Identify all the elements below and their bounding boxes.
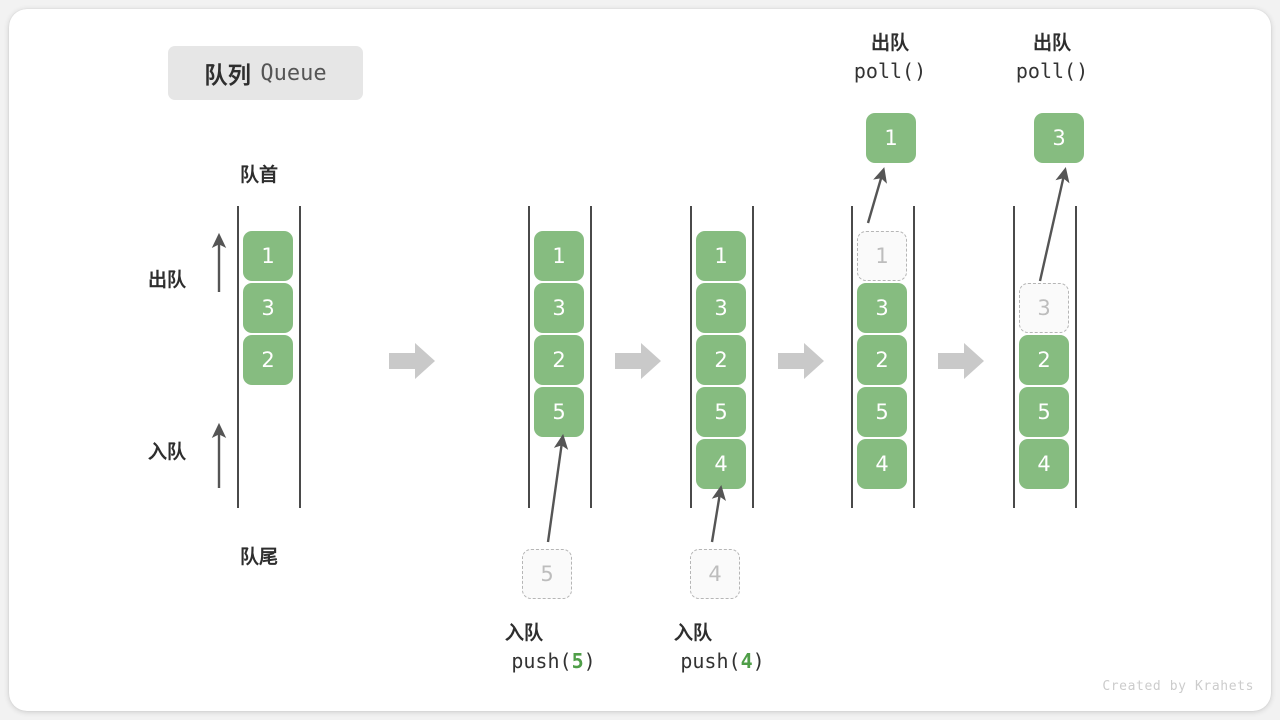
push4-caption-cn: 入队 [674, 622, 713, 644]
queue-cell: 3 [857, 283, 907, 333]
push5-code-prefix: push( [511, 648, 572, 673]
enqueue-up-arrow-icon [211, 422, 227, 488]
queue-rail-right-step2 [752, 206, 754, 508]
poll3-caption-cn: 出队 [1032, 32, 1071, 54]
queue-cell: 1 [534, 231, 584, 281]
queue-cell: 2 [857, 335, 907, 385]
push5-code-suffix: ) [583, 648, 596, 673]
queue-rail-right-step0 [299, 206, 301, 508]
poll3-caption: 出队 poll() [972, 30, 1132, 85]
step-separator-arrow-icon [778, 343, 824, 379]
queue-cell: 1 [696, 231, 746, 281]
push5-code-num: 5 [571, 648, 584, 673]
poll3-caption-code: poll() [972, 57, 1132, 85]
poll1-code-prefix: poll( [853, 58, 915, 83]
step-separator-arrow-icon [389, 343, 435, 379]
queue-cell: 4 [857, 439, 907, 489]
push4-code-prefix: push( [680, 648, 741, 673]
queue-cell: 2 [534, 335, 584, 385]
queue-cell: 2 [696, 335, 746, 385]
queue-rail-right-step3 [913, 206, 915, 508]
poll-arrow-icon [866, 167, 887, 224]
queue-cell: 3 [534, 283, 584, 333]
push4-caption: 入队 push(4) [630, 620, 815, 675]
poll1-code-suffix: ) [914, 58, 927, 83]
queue-cell-ghost: 3 [1019, 283, 1069, 333]
poll1-caption-cn: 出队 [870, 32, 909, 54]
watermark-credit: Created by Krahets [1102, 679, 1254, 694]
queue-rail-left-step1 [528, 206, 530, 508]
queue-rail-left-step0 [237, 206, 239, 508]
push5-caption: 入队 push(5) [461, 620, 646, 675]
outgoing-cell: 1 [866, 113, 916, 163]
queue-head-label: 队首 [240, 164, 279, 186]
step-separator-arrow-icon [938, 343, 984, 379]
push4-code-suffix: ) [752, 648, 765, 673]
queue-rail-right-step4 [1075, 206, 1077, 508]
outgoing-cell: 3 [1034, 113, 1084, 163]
dequeue-side-label: 出队 [148, 269, 187, 291]
queue-cell: 4 [696, 439, 746, 489]
queue-cell: 5 [857, 387, 907, 437]
queue-cell: 5 [534, 387, 584, 437]
queue-rail-left-step2 [690, 206, 692, 508]
push-arrow-icon [546, 433, 569, 543]
diagram-title-cn: 队列 [204, 63, 252, 89]
poll3-code-suffix: ) [1076, 58, 1089, 83]
queue-rail-right-step1 [590, 206, 592, 508]
push5-caption-code: push(5) [461, 647, 646, 675]
queue-rail-left-step3 [851, 206, 853, 508]
poll1-caption-code: poll() [810, 57, 970, 85]
dequeue-up-arrow-icon [211, 232, 227, 292]
queue-cell: 2 [1019, 335, 1069, 385]
queue-cell: 5 [696, 387, 746, 437]
queue-cell: 1 [243, 231, 293, 281]
incoming-ghost-cell: 5 [522, 549, 572, 599]
diagram-title-en: Queue [260, 60, 327, 86]
push4-code-num: 4 [740, 648, 753, 673]
queue-rail-left-step4 [1013, 206, 1015, 508]
poll1-caption: 出队 poll() [810, 30, 970, 85]
push-arrow-icon [710, 484, 726, 543]
poll-arrow-icon [1038, 167, 1070, 282]
queue-tail-label: 队尾 [240, 546, 279, 568]
push5-caption-cn: 入队 [505, 622, 544, 644]
queue-cell-ghost: 1 [857, 231, 907, 281]
queue-cell: 3 [243, 283, 293, 333]
queue-cell: 2 [243, 335, 293, 385]
queue-cell: 5 [1019, 387, 1069, 437]
queue-cell: 3 [696, 283, 746, 333]
queue-cell: 4 [1019, 439, 1069, 489]
poll3-code-prefix: poll( [1015, 58, 1077, 83]
push4-caption-code: push(4) [630, 647, 815, 675]
diagram-title-chip: 队列 Queue [168, 46, 363, 100]
incoming-ghost-cell: 4 [690, 549, 740, 599]
step-separator-arrow-icon [615, 343, 661, 379]
enqueue-side-label: 入队 [148, 441, 187, 463]
